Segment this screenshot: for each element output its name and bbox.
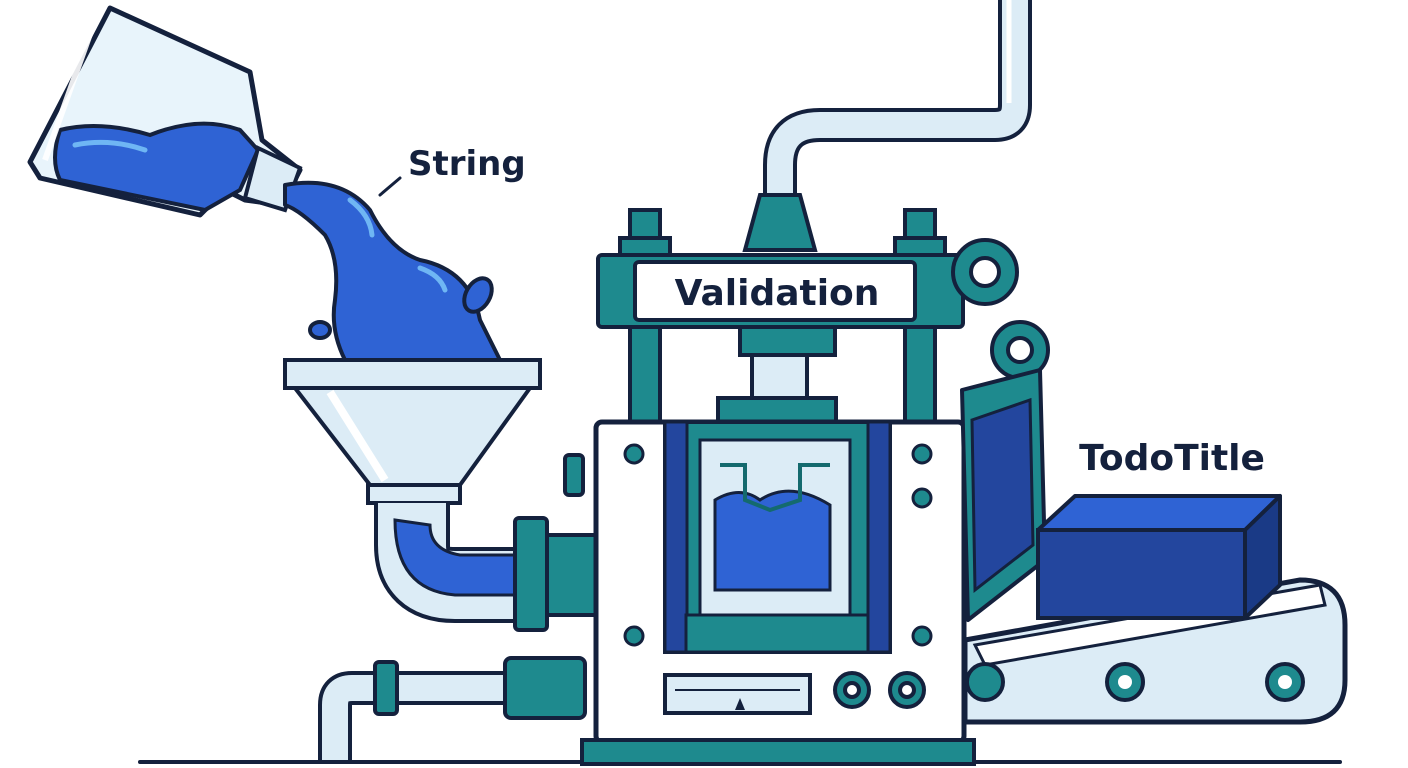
glass-beaker-icon: [27, 5, 303, 218]
overhead-pipe: [763, 0, 1032, 200]
input-label: String: [408, 144, 526, 184]
funnel-icon: [283, 358, 542, 505]
funnel-outlet-pipe: [374, 453, 599, 632]
conveyor-housing: [960, 368, 1047, 622]
gear-icon: [833, 238, 1050, 709]
output-label: TodoTitle: [1079, 438, 1265, 479]
validation-press: [580, 208, 976, 766]
process-label: Validation: [675, 273, 880, 314]
liquid-stream: [283, 180, 502, 362]
inlet-pipe-bottom: [318, 656, 587, 760]
pipe-nozzle: [742, 193, 818, 252]
output-block-icon: [1036, 494, 1282, 620]
input-label-leader: [378, 176, 402, 197]
